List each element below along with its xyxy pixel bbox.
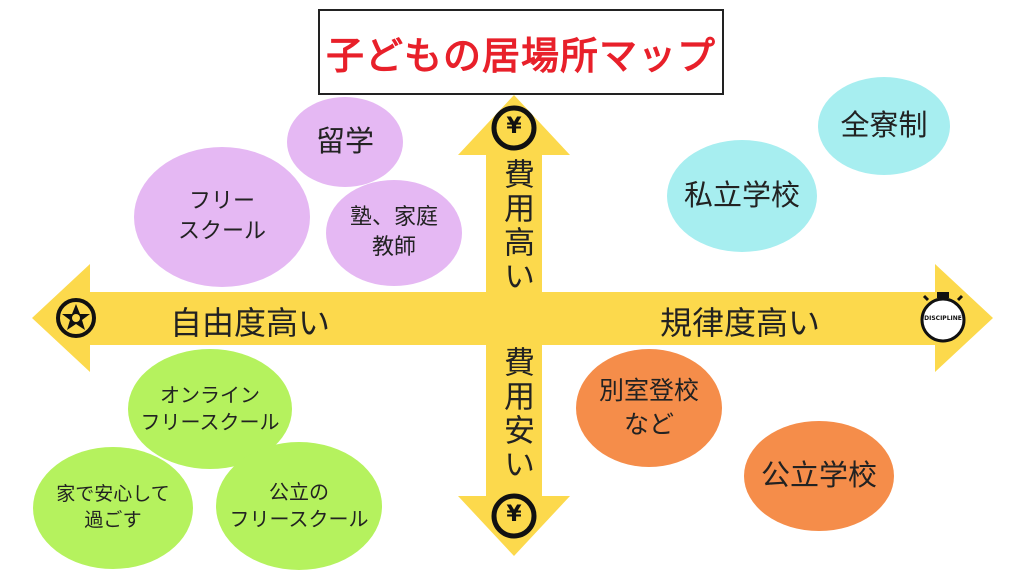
- bubble-separate-room: 別室登校 など: [576, 349, 722, 467]
- bubble-cram-tutor-label: 塾、家庭 教師: [349, 205, 438, 260]
- vertical-axis-arrow: [458, 95, 570, 556]
- bubble-all-dorm-label: 全寮制: [840, 108, 928, 143]
- yen-icon-bottom: [491, 493, 537, 539]
- bubble-study-abroad-label: 留学: [315, 124, 374, 159]
- bubble-private-school: 私立学校: [667, 140, 817, 252]
- axis-label-right: 規律度高い: [660, 304, 821, 342]
- bubble-private-school-label: 私立学校: [683, 178, 800, 213]
- bubble-online-free-school: オンライン フリースクール: [128, 349, 292, 469]
- discipline-badge-text: DISCIPLINE: [924, 315, 962, 322]
- bubble-free-school-label: フリー スクール: [177, 189, 266, 244]
- bubble-study-abroad: 留学: [287, 97, 403, 187]
- bubble-public-free-school: 公立の フリースクール: [216, 442, 382, 570]
- bubble-public-school-label: 公立学校: [760, 458, 877, 493]
- yen-symbol-bottom: ¥: [506, 502, 522, 527]
- bubble-public-school: 公立学校: [744, 421, 894, 531]
- title-box: 子どもの居場所マップ: [318, 9, 724, 95]
- bubble-home: 家で安心して 過ごす: [33, 447, 193, 569]
- page-title: 子どもの居場所マップ: [325, 33, 716, 78]
- bubble-free-school: フリー スクール: [134, 147, 310, 287]
- bubble-home-label: 家で安心して 過ごす: [56, 483, 170, 531]
- star-icon: [56, 298, 96, 338]
- bubble-separate-room-label: 別室登校 など: [598, 376, 699, 439]
- bubble-online-free-school-label: オンライン フリースクール: [140, 383, 280, 434]
- bubble-all-dorm: 全寮制: [818, 77, 950, 175]
- yen-icon-top: [491, 105, 537, 151]
- bubble-public-free-school-label: 公立の フリースクール: [229, 480, 369, 531]
- axis-label-left: 自由度高い: [170, 304, 331, 342]
- axis-label-bottom: 費用安い: [498, 346, 534, 482]
- yen-symbol-top: ¥: [506, 114, 522, 139]
- axis-label-top: 費用高い: [498, 158, 534, 294]
- discipline-stopwatch-icon: [920, 292, 966, 343]
- bubble-cram-tutor: 塾、家庭 教師: [326, 180, 462, 286]
